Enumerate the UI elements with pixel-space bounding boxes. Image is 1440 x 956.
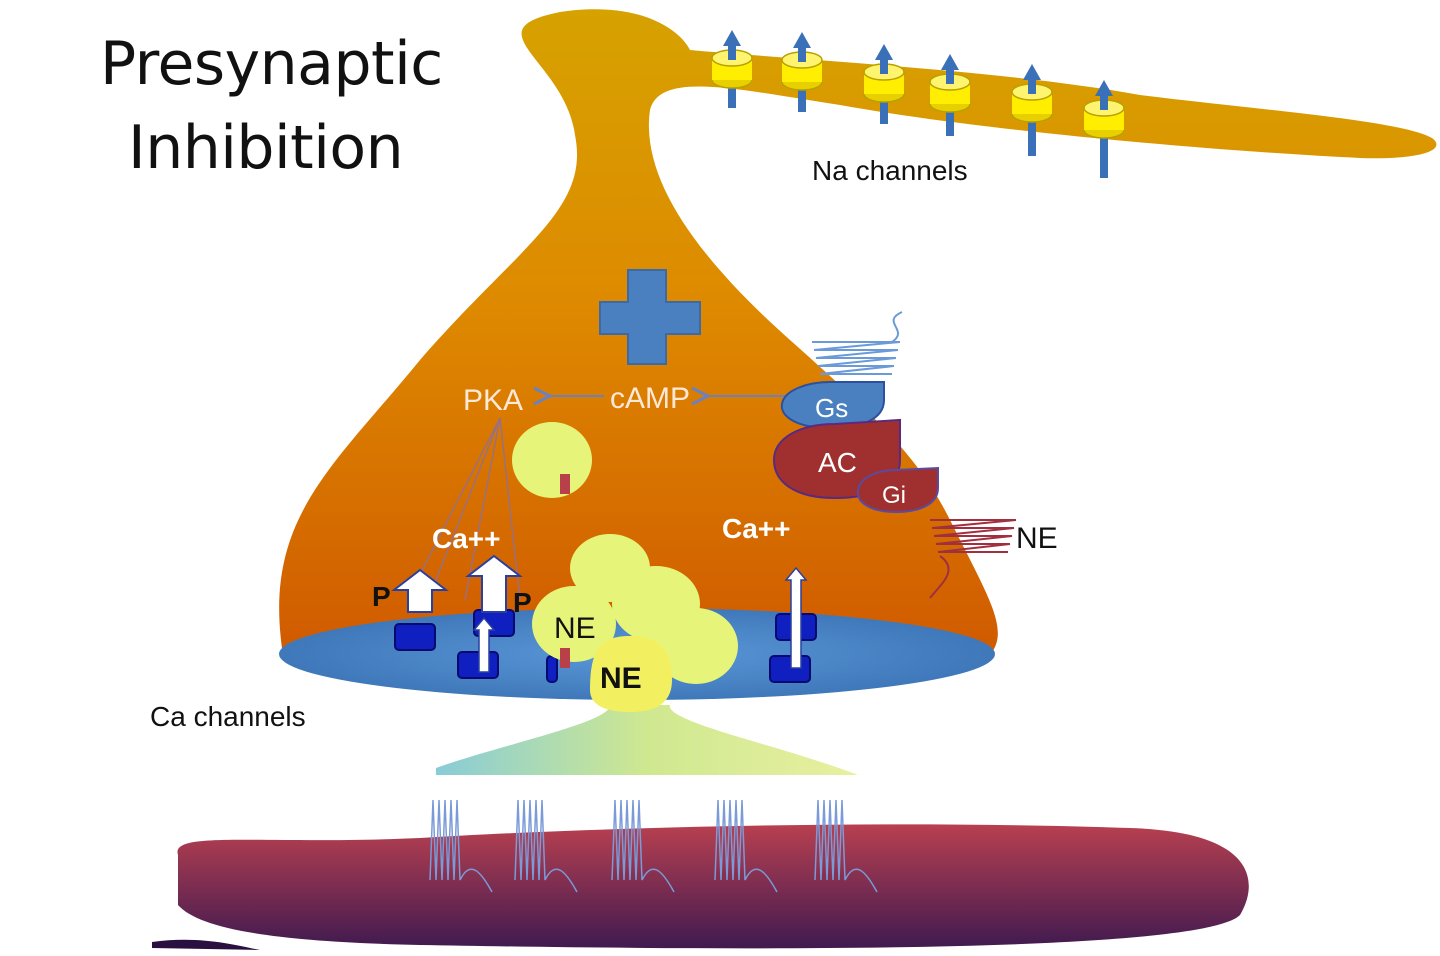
receptor-squiggle-ne: [929, 519, 1017, 599]
na-channel-stem-top: [880, 60, 888, 74]
ca-channel-3: [457, 651, 499, 679]
na-channel-arrow: [1023, 64, 1041, 80]
vesicle-5: [512, 422, 592, 498]
ca-channel-1: [394, 623, 436, 651]
na-channel-stem-top: [798, 48, 806, 62]
ne-receptor-label: NE: [1016, 522, 1058, 555]
postsynaptic-receptor-group: [429, 799, 878, 893]
na-channel-stem-top: [1100, 96, 1108, 110]
na-channel-2: [781, 32, 823, 112]
gs-label: Gs: [815, 393, 848, 423]
ne-release-label: NE: [600, 662, 642, 695]
postsynaptic-tail: [152, 939, 260, 950]
pka-phospho-lines: [411, 417, 521, 601]
pka-label: PKA: [463, 384, 523, 417]
na-channel-6: [1083, 80, 1125, 178]
synaptic-cleft: [436, 705, 858, 775]
vesicle-marker: [560, 648, 570, 668]
na-channel-stem-top: [1028, 80, 1036, 94]
na-channel-stem-top: [946, 70, 954, 84]
ca-influx-arrow-1: [391, 568, 449, 613]
na-channel-1: [711, 30, 753, 108]
gi-label: Gi: [882, 482, 906, 509]
na-channel-3: [863, 44, 905, 124]
title-line-1: Presynaptic: [100, 29, 443, 99]
vesicle-3: [654, 608, 738, 684]
postsynaptic-receptor-5: [814, 799, 878, 893]
p-label-left: P: [372, 581, 391, 612]
ca-thin-arrow-1: [472, 616, 496, 673]
presynaptic-terminal: [279, 9, 1437, 656]
ca-label-right: Ca++: [722, 513, 791, 544]
ca-label-left: Ca++: [432, 523, 501, 554]
postsynaptic-receptor-1: [429, 799, 493, 893]
postsynaptic-receptor-3: [611, 799, 675, 893]
na-channel-arrow: [793, 32, 811, 48]
postsynaptic-receptor-2: [514, 799, 578, 893]
ca-thin-arrow-2: [784, 566, 808, 669]
na-channel-arrow: [941, 54, 959, 70]
vesicle-marker: [560, 474, 570, 494]
na-channel-arrow: [1095, 80, 1113, 96]
na-channel-arrow: [723, 30, 741, 46]
na-channel-stem-top: [728, 46, 736, 60]
na-channel-5: [1011, 64, 1053, 156]
diagram-title: Presynaptic Inhibition: [100, 22, 520, 190]
na-channel-group: [711, 30, 1125, 178]
vesicle-group: [512, 422, 738, 712]
ca-influx-arrow-2: [465, 554, 523, 613]
na-channel-4: [929, 54, 971, 136]
plus-sign-icon: [599, 269, 701, 365]
ca-channel-6: [546, 655, 558, 683]
camp-label: cAMP: [610, 382, 690, 415]
na-channel-arrow: [875, 44, 893, 60]
title-line-2: Inhibition: [128, 113, 404, 183]
ca-channel-group: [391, 554, 817, 683]
postsynaptic-receptor-4: [714, 799, 778, 893]
ca-channels-label: Ca channels: [150, 701, 306, 732]
ne-vesicle-label: NE: [554, 612, 596, 645]
ne-release-vesicle: [590, 636, 672, 712]
gi-protein: [856, 466, 939, 514]
ca-channel-5: [769, 655, 811, 683]
vesicle-4: [532, 586, 616, 662]
ac-label: AC: [818, 447, 857, 478]
gs-protein: [780, 381, 885, 430]
p-label-right: P: [513, 587, 532, 618]
receptor-squiggle-top: [812, 311, 903, 375]
na-channels-label: Na channels: [812, 155, 968, 186]
postsynaptic-cell: [177, 824, 1249, 949]
